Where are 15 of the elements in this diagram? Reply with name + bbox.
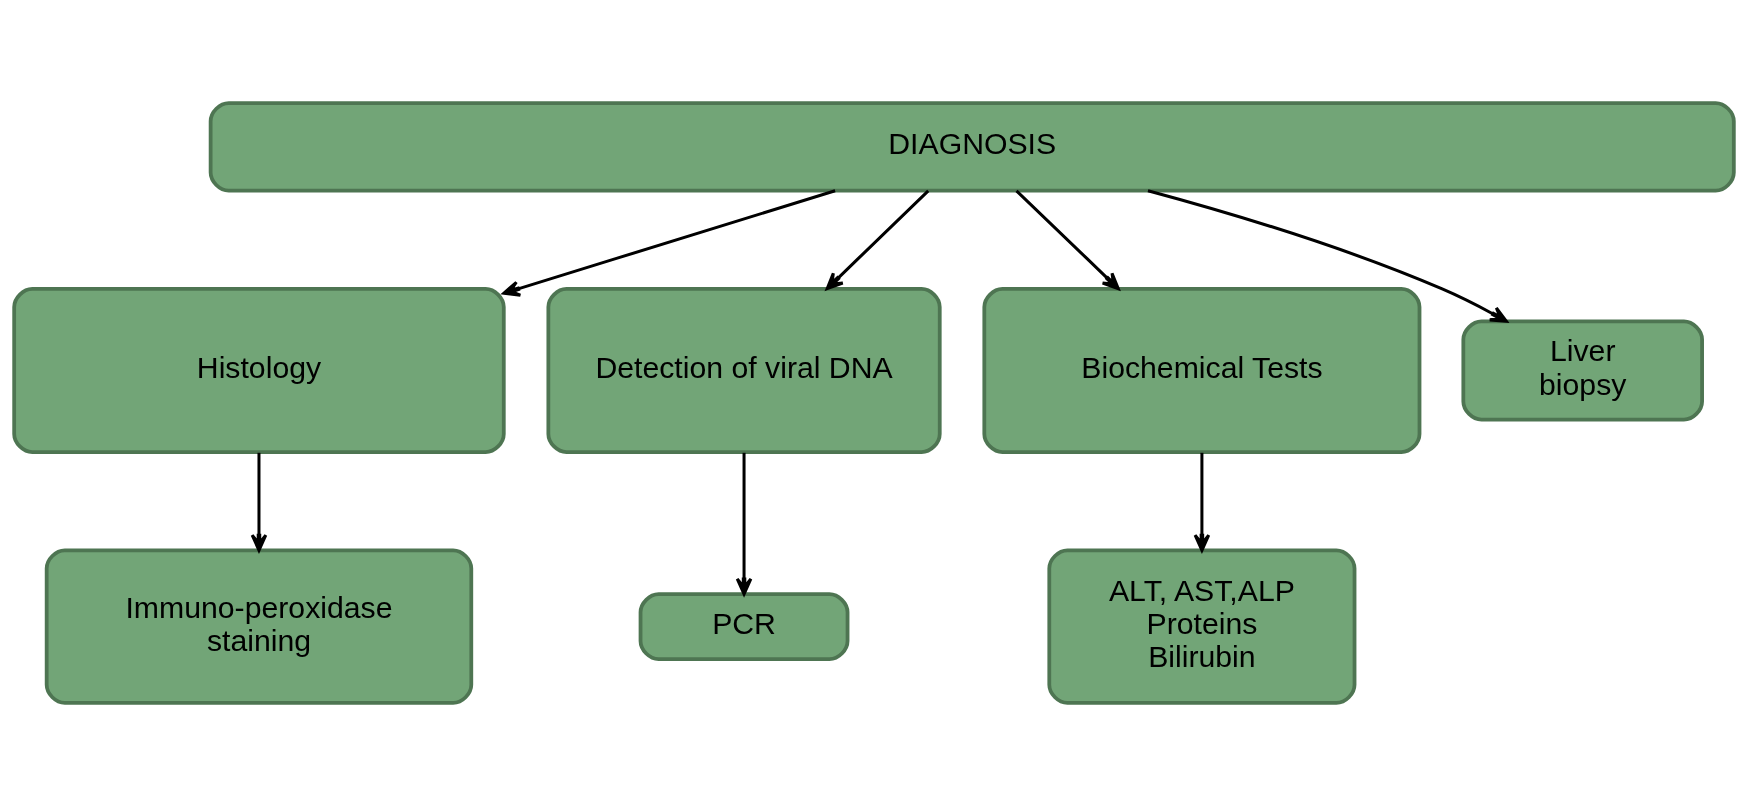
arrow [1193, 452, 1211, 552]
arrow [1147, 189, 1508, 323]
node-box: Immuno-peroxidase staining [44, 548, 474, 705]
node-box: Histology [12, 287, 506, 454]
node-box: Detection of viral DNA [546, 287, 942, 454]
node-box: Liver biopsy [1461, 319, 1704, 422]
node-box: ALT, AST,ALP Proteins Bilirubin [1047, 548, 1357, 705]
arrow [735, 452, 753, 596]
node-box: Biochemical Tests [982, 287, 1422, 454]
arrow [502, 189, 836, 297]
node-box: PCR [638, 592, 850, 661]
arrow [825, 189, 930, 291]
arrow [1015, 189, 1120, 291]
node-box: DIAGNOSIS [208, 101, 1736, 193]
arrow [250, 452, 268, 552]
